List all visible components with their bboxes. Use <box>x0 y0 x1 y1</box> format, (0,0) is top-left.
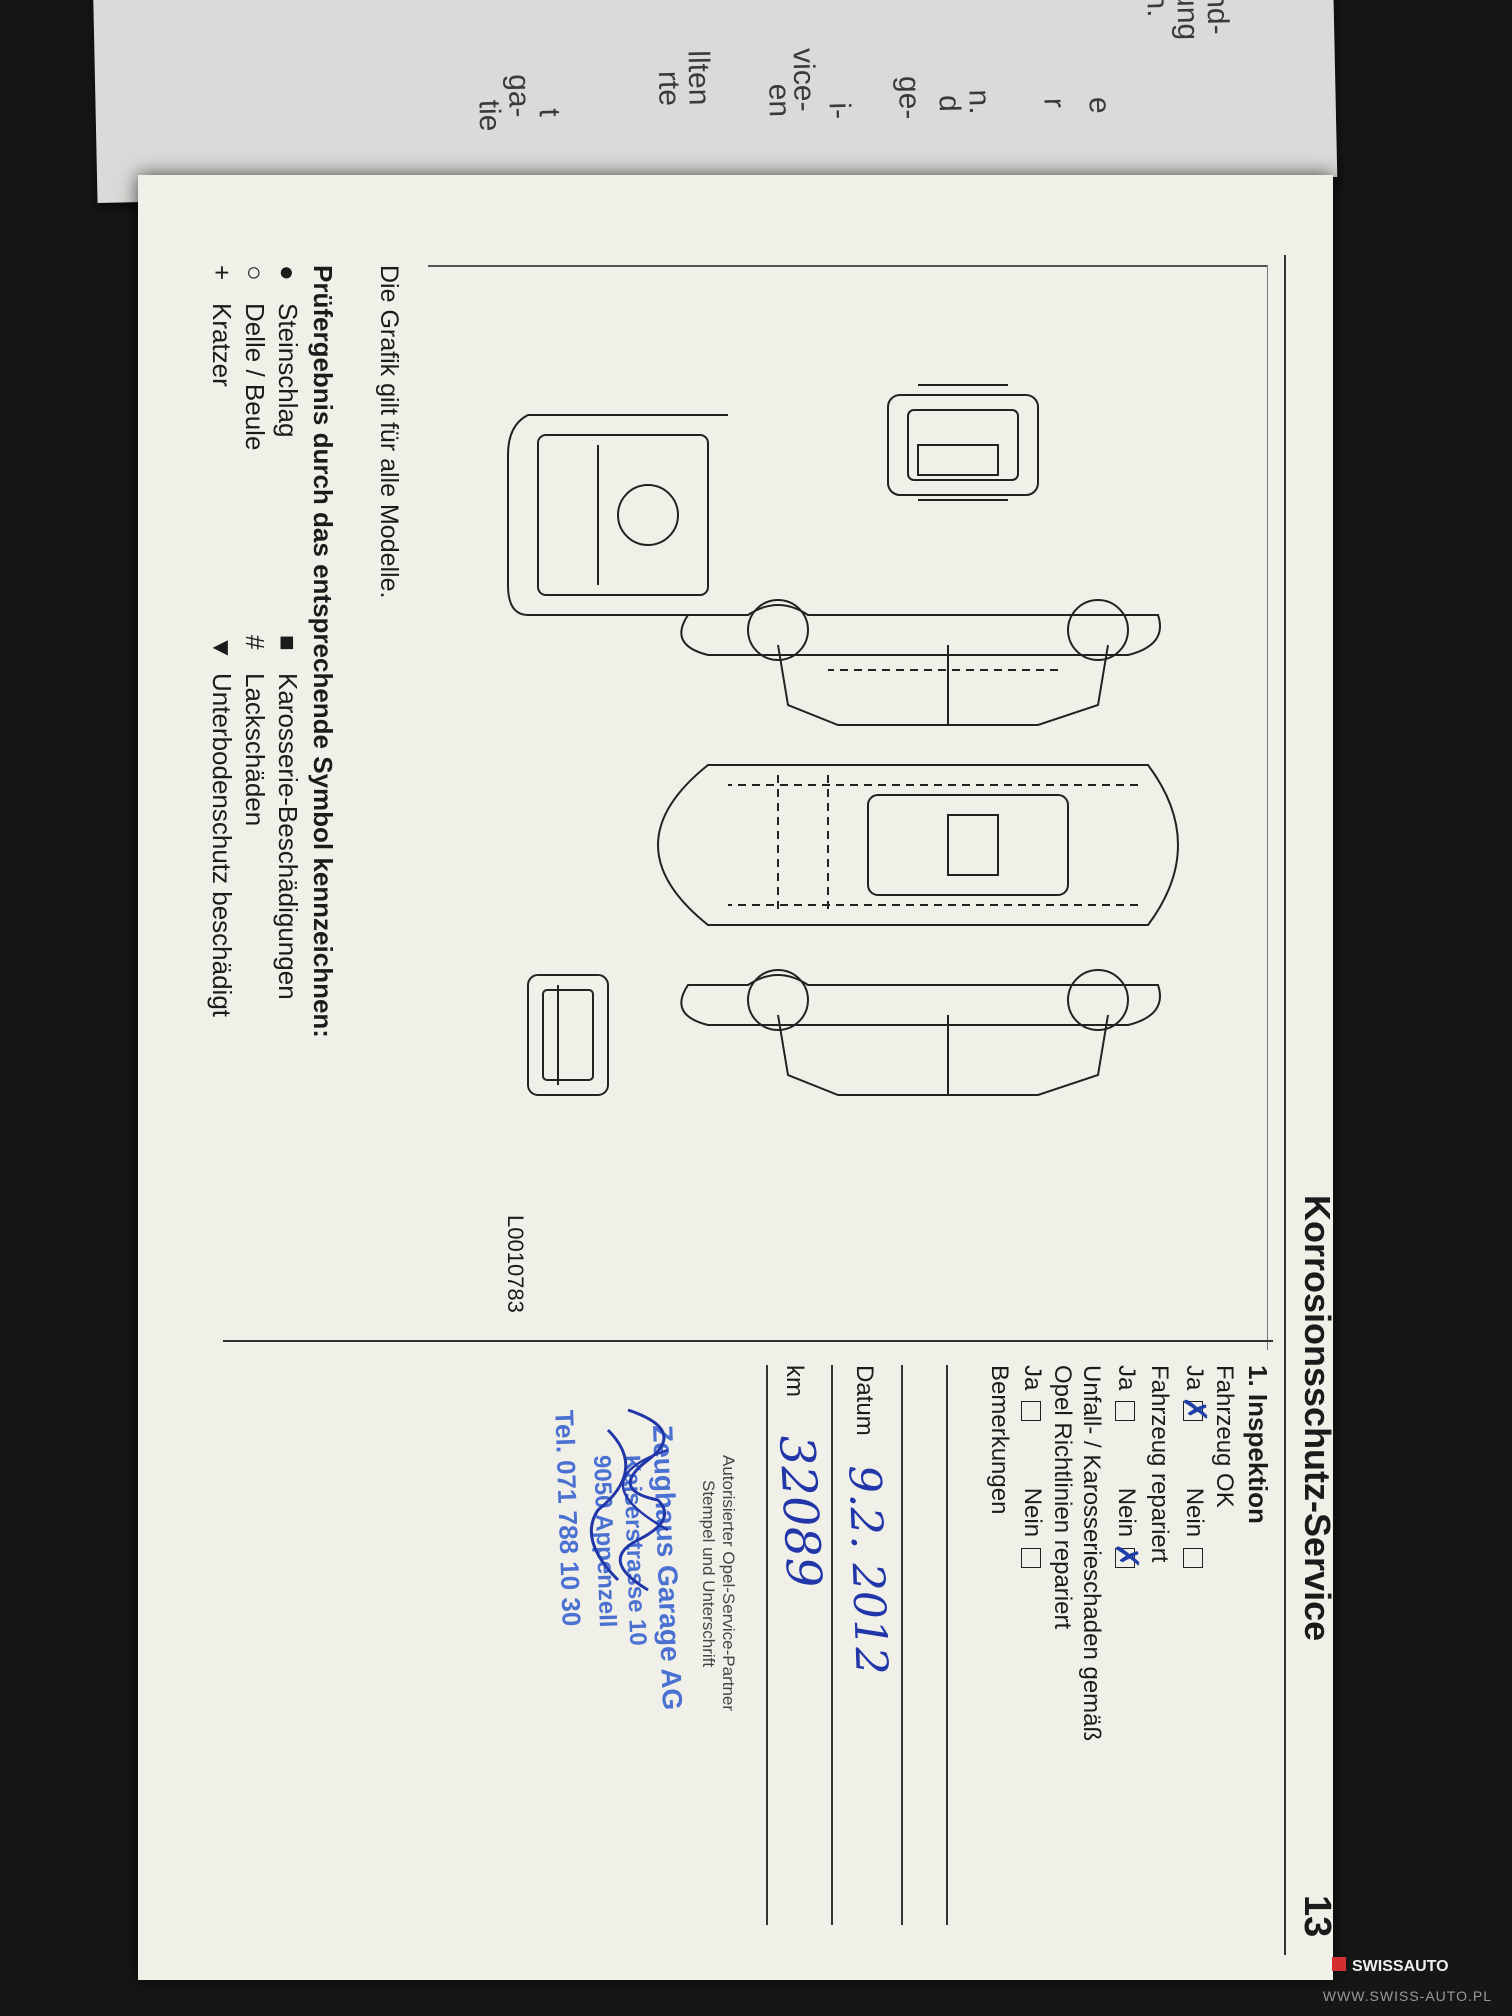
legend-symbol: + <box>207 265 237 281</box>
legend-symbol: ▼ <box>207 635 237 661</box>
legend-label: Karosserie-Beschädigungen <box>273 673 303 1000</box>
legend-symbol: ■ <box>273 635 303 651</box>
datum-label: Datum <box>851 1365 878 1436</box>
left-page-text: and- <box>1200 0 1235 35</box>
car-underbody-view <box>507 414 728 616</box>
km-value: 32089 <box>768 1433 832 1590</box>
left-page-text: t <box>532 108 566 118</box>
watermark-url: WWW.SWISS-AUTO.PL <box>1322 1988 1492 2004</box>
car-front-view <box>527 974 609 1096</box>
legend-item: # Lackschäden <box>239 635 270 826</box>
fahrzeug-ok-nein-label: Nein <box>1181 1487 1208 1538</box>
fahrzeug-ok-label: Fahrzeug OK <box>1211 1365 1238 1508</box>
car-side-view-left <box>680 969 1161 1096</box>
legend-label: Delle / Beule <box>240 303 270 451</box>
legend-item: ▼ Unterbodenschutz beschädigt <box>206 635 237 1017</box>
car-rear-view <box>887 384 1039 501</box>
left-page-text: ga- <box>501 73 536 118</box>
left-page-text: ge- <box>892 75 926 120</box>
unfall-nein-checkbox[interactable] <box>1021 1547 1042 1568</box>
stamp-caption-line1: Autorisierter Opel-Service-Partner <box>719 1455 738 1712</box>
left-page-text: en. <box>1139 0 1174 18</box>
legend-label: Lackschäden <box>240 673 270 827</box>
left-page: and- ltung en. e r n. d ge- i- vice- en … <box>92 0 1338 203</box>
datum-value: 9.2. 2012 <box>838 1464 897 1676</box>
section-title: Korrosionsschutz-Service <box>1297 1195 1338 1642</box>
legend-item: ■ Karosserie-Beschädigungen <box>272 635 303 1000</box>
left-page-text: d <box>932 94 966 113</box>
bemerkungen-label: Bemerkungen <box>986 1365 1013 1515</box>
figure-code: L0010783 <box>503 1215 528 1313</box>
unfall-nein-label: Nein <box>1019 1487 1046 1538</box>
unfall-label-line2: Opel Richtlinien repariert <box>1049 1365 1076 1630</box>
left-page-text: tie <box>472 99 507 132</box>
bemerkungen-line[interactable] <box>901 1365 903 1925</box>
car-side-view-right <box>680 599 1161 726</box>
car-top-view <box>656 764 1180 926</box>
fahrzeug-repariert-nein-checkbox[interactable] <box>1115 1547 1136 1568</box>
fahrzeug-repariert-label: Fahrzeug repariert <box>1146 1365 1173 1563</box>
legend-label: Steinschlag <box>273 303 303 438</box>
fahrzeug-repariert-nein-label: Nein <box>1113 1487 1140 1538</box>
fahrzeug-ok-nein-checkbox[interactable] <box>1183 1547 1204 1568</box>
legend-symbol: ● <box>273 265 303 281</box>
inspection-title: 1. Inspektion <box>1243 1365 1273 1524</box>
car-damage-diagram <box>507 384 1180 1096</box>
unfall-ja-label: Ja <box>1019 1365 1046 1391</box>
fahrzeug-repariert-ja-label: Ja <box>1113 1365 1140 1391</box>
unfall-ja-checkbox[interactable] <box>1021 1401 1042 1422</box>
header-rule <box>1284 255 1286 1955</box>
km-label: km <box>781 1365 808 1397</box>
inspection-divider <box>223 1340 1273 1342</box>
fahrzeug-repariert-options: Ja Nein <box>1112 1365 1140 1568</box>
legend-item: ● Steinschlag <box>272 265 303 437</box>
bemerkungen-line[interactable] <box>946 1365 948 1925</box>
fahrzeug-ok-ja-checkbox[interactable] <box>1183 1401 1204 1422</box>
left-page-text: e <box>1082 96 1116 114</box>
datum-line[interactable] <box>831 1365 833 1925</box>
fahrzeug-ok-ja-label: Ja <box>1181 1365 1208 1391</box>
legend-symbol: ○ <box>240 265 270 281</box>
km-line[interactable] <box>766 1365 768 1925</box>
left-page-text: llten <box>681 50 716 106</box>
svg-text:SWISSAUTO: SWISSAUTO <box>1352 1958 1449 1975</box>
legend-symbol: # <box>240 635 270 650</box>
page-number: 13 <box>1296 1895 1338 1938</box>
fahrzeug-ok-options: Ja Nein <box>1180 1365 1208 1568</box>
booklet-page: Korrosionsschutz-Service 13 <box>138 175 1338 1980</box>
legend-item: ○ Delle / Beule <box>239 265 270 450</box>
legend-item: + Kratzer <box>206 265 237 387</box>
graphic-note: Die Grafik gilt für alle Modelle. <box>375 265 403 599</box>
left-page-text: r <box>1037 97 1071 109</box>
unfall-options: Ja Nein <box>1018 1365 1046 1568</box>
left-page-text: ltung <box>1170 0 1205 41</box>
unfall-label-line1: Unfall- / Karosserieschaden gemäß <box>1078 1365 1105 1742</box>
left-page-text: i- <box>822 102 856 120</box>
page-content: Korrosionsschutz-Service 13 <box>158 195 1348 1975</box>
left-page-text: en <box>762 83 796 118</box>
swissauto-logo: SWISSAUTO <box>1332 1957 1449 1975</box>
left-page-text: n. <box>962 89 996 115</box>
graphic-frame-right <box>1267 265 1268 1350</box>
legend-label: Unterbodenschutz beschädigt <box>207 673 237 1018</box>
fahrzeug-repariert-ja-checkbox[interactable] <box>1115 1401 1136 1422</box>
graphic-frame-top <box>428 265 1268 267</box>
signature <box>589 1408 669 1592</box>
legend-title: Prüfergebnis durch das entsprechende Sym… <box>308 265 338 1038</box>
legend-label: Kratzer <box>207 303 237 387</box>
left-page-text: rte <box>651 70 686 107</box>
